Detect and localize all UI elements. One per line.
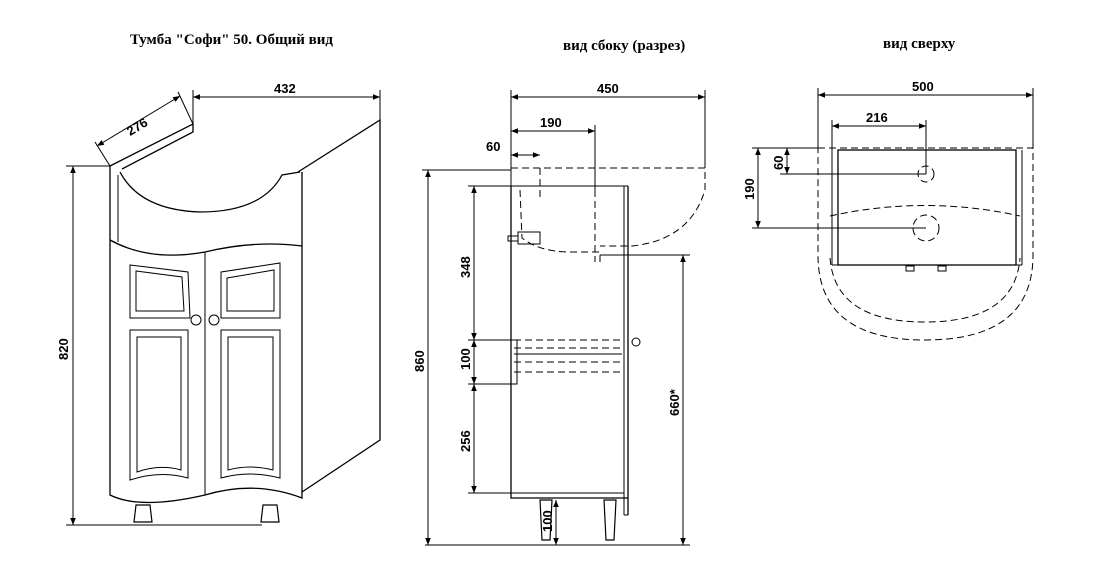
side-view: 450 190 60 860 348 100 256 100 660* [412,81,706,546]
dim-label-top-width: 500 [912,79,934,94]
dim-label-depth-60: 60 [771,156,786,170]
title-general-view: Тумба "Софи" 50. Общий вид [130,32,333,48]
dim-label-upper-section: 348 [458,256,473,278]
right-door-upper-panel [220,262,281,319]
dim-label-side-depth: 450 [597,81,619,96]
top-knob-right [937,265,947,272]
sink-bowl-opening [119,171,301,213]
back-leg-side [603,499,617,541]
dim-label-depth: 276 [124,115,150,139]
top-knob-left [905,265,915,272]
dim-line-depth [96,95,181,147]
front-leg-side [539,499,553,541]
dim-label-depth-190: 190 [742,178,757,200]
general-view: 276 432 820 [56,81,381,526]
dim-label-bowl-offset: 190 [540,115,562,130]
dim-label-floor-to-bowl: 660* [667,388,682,416]
countertop-wave-edge [109,239,303,256]
cabinet-side-panel [297,118,381,493]
left-leg [133,504,153,523]
title-side-view: вид сбоку (разрез) [563,38,685,54]
dim-label-lower-section: 256 [458,430,473,452]
cabinet-top-body [837,149,1017,266]
left-door-lower-panel [129,329,189,481]
title-top-view: вид сверху [883,36,956,52]
cabinet-body-side [510,186,628,499]
dim-label-width: 432 [274,81,296,96]
left-door-knob [190,314,202,326]
left-door-upper-panel [129,264,191,319]
dim-label-total-height: 860 [412,350,427,372]
right-door-lower-panel [220,329,281,479]
sink-bowl-dashed [511,167,706,247]
dim-label-drawer: 100 [458,348,473,370]
door-knob-side [631,337,641,347]
dim-label-height: 820 [56,338,71,360]
dim-label-plinth: 100 [540,510,555,532]
basin-outline-dashed [817,147,1034,341]
top-view: 500 216 60 190 [742,79,1034,341]
right-leg [260,504,280,523]
right-door-knob [208,314,220,326]
dim-label-front-offset: 60 [486,139,500,154]
drain-hole [912,214,940,242]
dim-label-hole-offset: 216 [866,110,888,125]
